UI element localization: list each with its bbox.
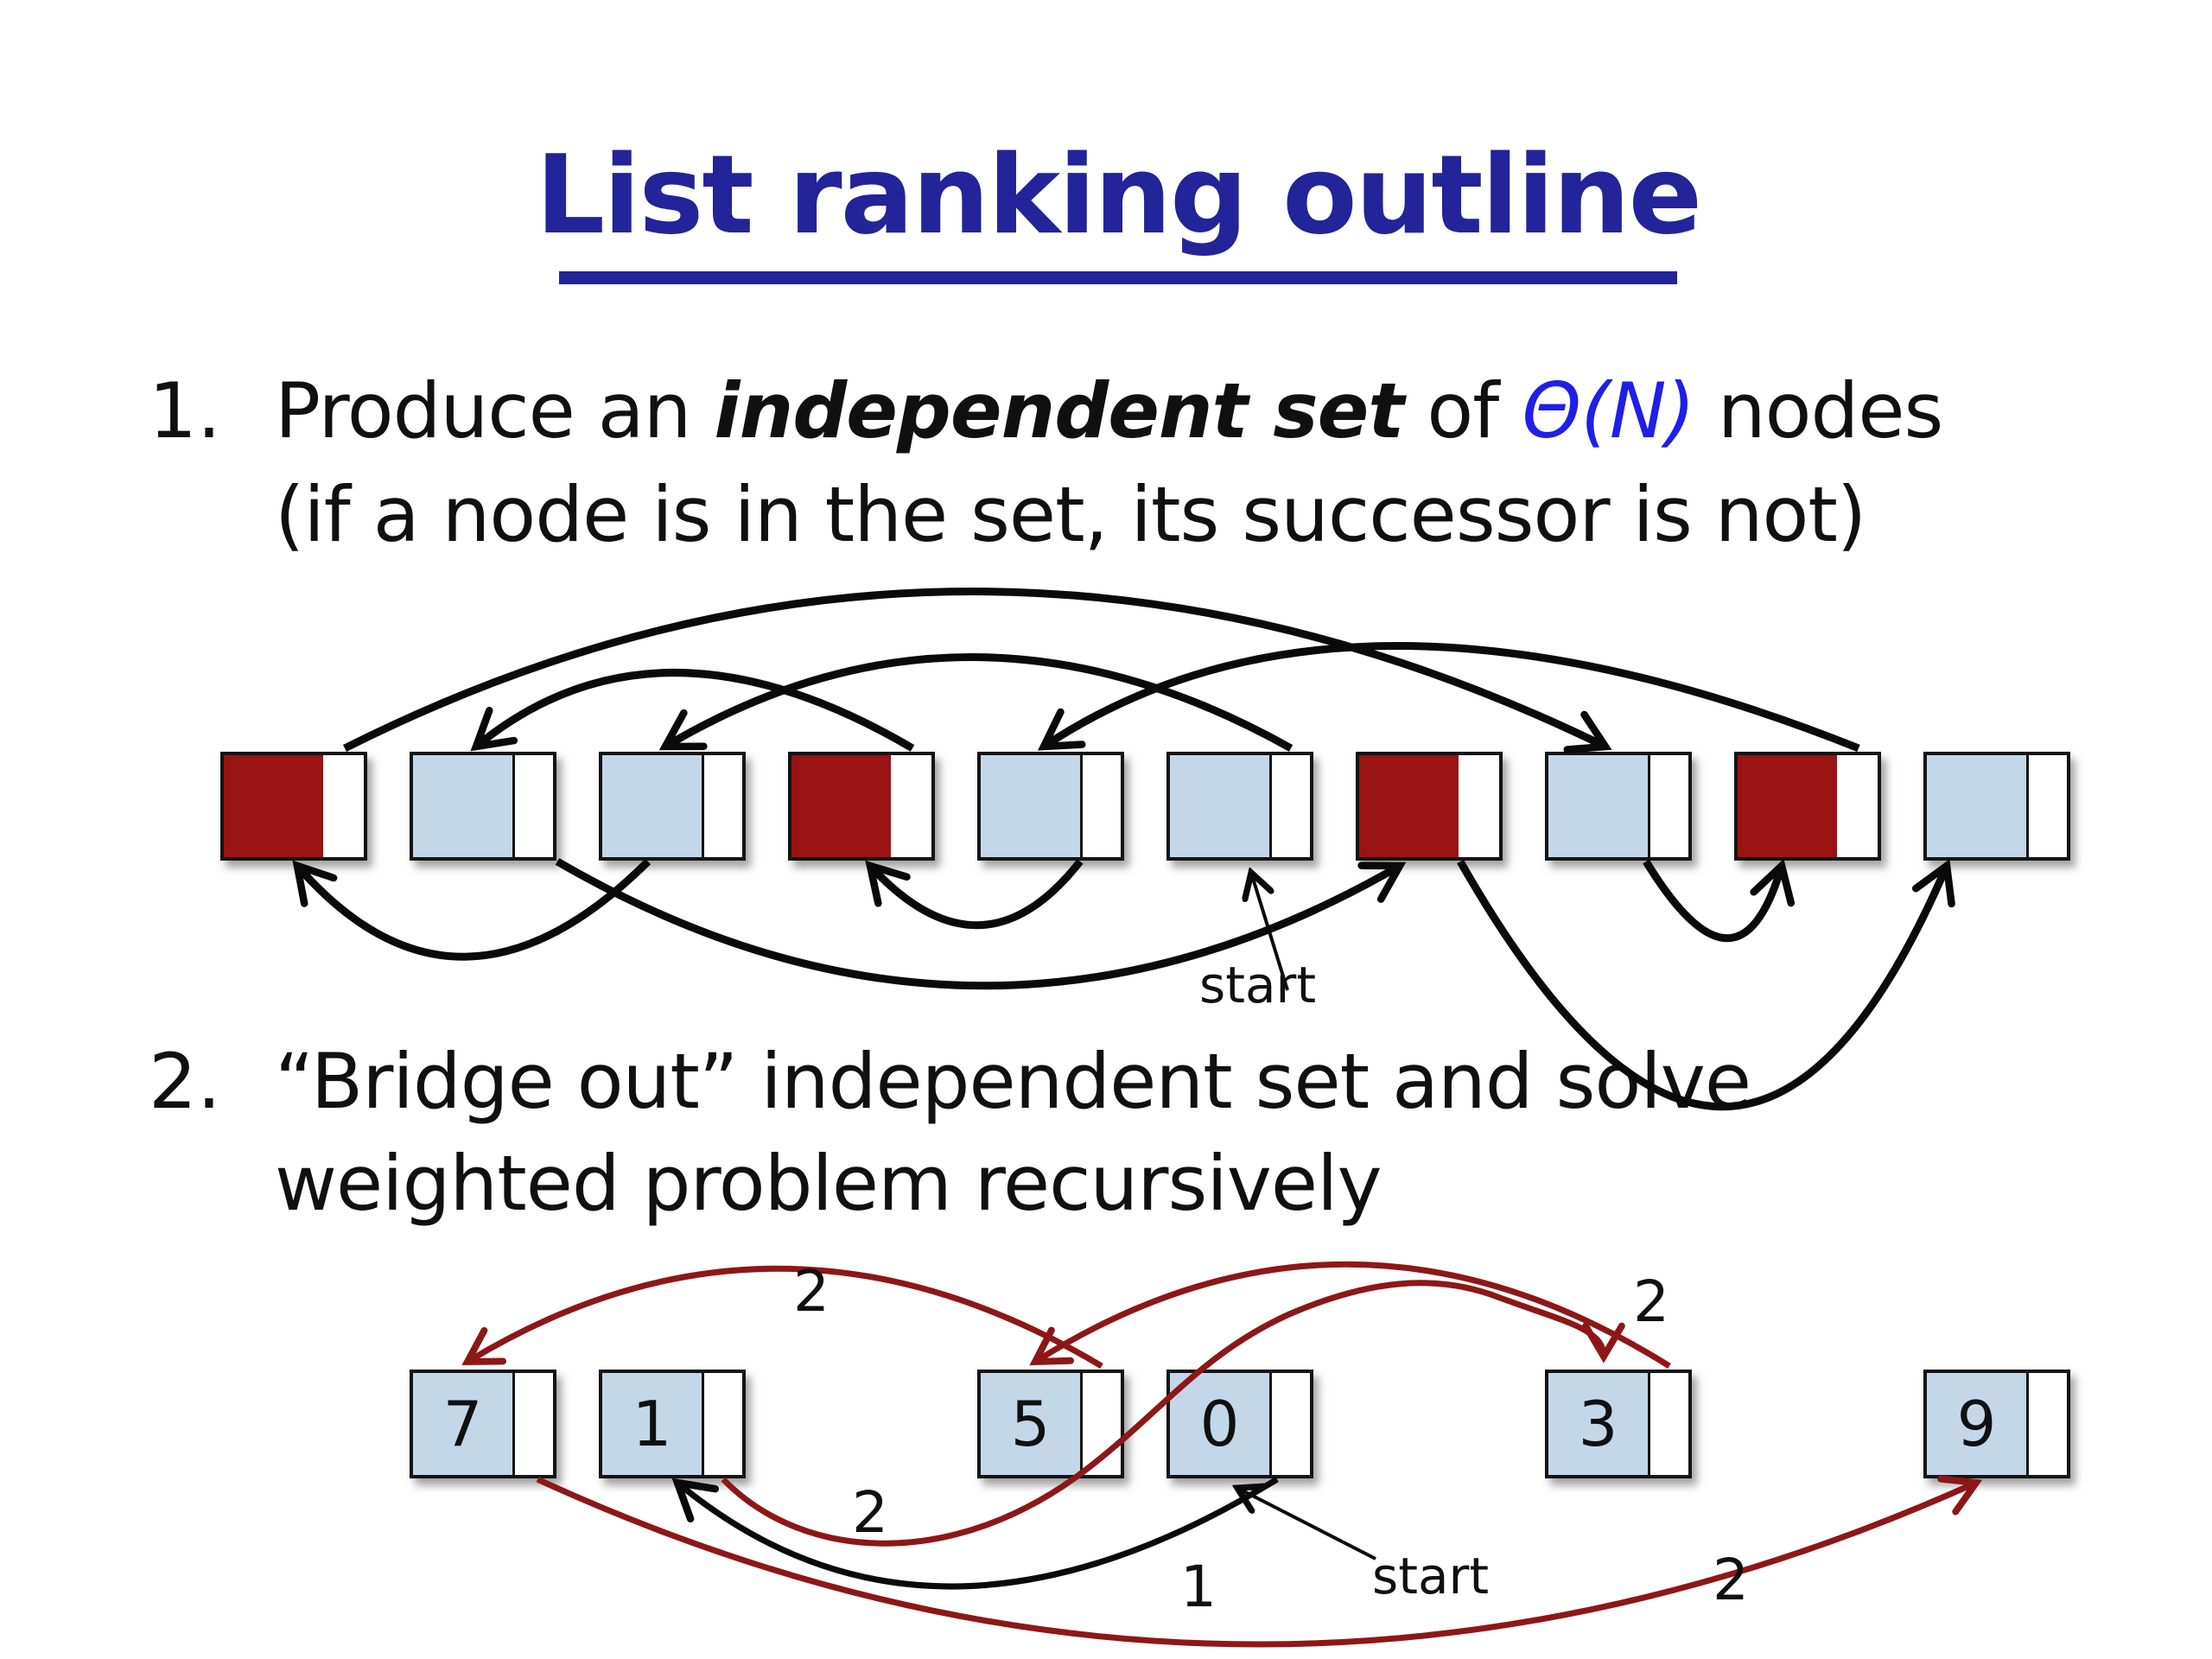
diagram1-start-label: start bbox=[1199, 956, 1317, 1014]
memory-cell-6-blue bbox=[1166, 752, 1313, 861]
theta-close: ) bbox=[1665, 366, 1695, 455]
item1-line1-mid: of bbox=[1403, 366, 1522, 455]
weighted-cell-rank-0: 0 bbox=[1166, 1370, 1313, 1478]
weighted-cell-rank-7: 7 bbox=[410, 1370, 556, 1478]
weight-label: 1 bbox=[1180, 1554, 1217, 1620]
cell-value: 1 bbox=[632, 1388, 672, 1460]
arc-node8-to-node9 bbox=[1643, 858, 1796, 943]
memory-cell-4-red bbox=[788, 752, 935, 861]
list-cell-fill bbox=[981, 755, 1083, 857]
independent-set-cell-fill bbox=[791, 755, 891, 857]
memory-cell-10-blue bbox=[1923, 752, 2070, 861]
weight-label: 2 bbox=[1713, 1547, 1749, 1613]
independent-set-cell-fill bbox=[1738, 755, 1837, 857]
item2-line1: “Bridge out” independent set and solve bbox=[275, 1037, 1751, 1126]
cell-value: 9 bbox=[1956, 1388, 1997, 1460]
memory-cell-1-red bbox=[220, 752, 367, 861]
weighted-cell-rank-5: 5 bbox=[977, 1370, 1124, 1478]
page-title: List ranking outline bbox=[535, 131, 1702, 258]
list-cell-fill bbox=[602, 1373, 704, 1475]
item1-number: 1. bbox=[149, 366, 221, 455]
theta-n: N bbox=[1609, 366, 1667, 455]
cell-value: 3 bbox=[1578, 1388, 1618, 1460]
memory-cell-5-blue bbox=[977, 752, 1124, 861]
item2-number: 2. bbox=[149, 1037, 221, 1126]
item1-line1-pre: Produce an bbox=[275, 366, 715, 455]
arc-3-to-5-weight2 bbox=[1029, 1261, 1671, 1369]
cell-value: 0 bbox=[1199, 1388, 1240, 1460]
cell-value: 7 bbox=[442, 1388, 483, 1460]
arc-node5-to-node4 bbox=[865, 859, 1084, 930]
list-cell-fill bbox=[1927, 755, 2029, 857]
weight-label: 2 bbox=[1633, 1268, 1669, 1335]
arc-5-to-7-weight2 bbox=[461, 1265, 1103, 1370]
memory-cell-8-blue bbox=[1545, 752, 1692, 861]
item1-line1-post: nodes bbox=[1694, 366, 1943, 455]
memory-cell-3-blue bbox=[599, 752, 746, 861]
list-cell-fill bbox=[1170, 755, 1272, 857]
arc-node6-to-node3 bbox=[658, 653, 1294, 752]
theta-open: Θ( bbox=[1522, 366, 1611, 455]
list-cell-fill bbox=[1927, 1373, 2029, 1475]
list-cell-fill bbox=[413, 1373, 515, 1475]
diagram2-start-arrow bbox=[1237, 1488, 1376, 1560]
arc-node1-to-node8 bbox=[342, 588, 1612, 753]
independent-set-cell-fill bbox=[1359, 755, 1459, 857]
arc-node3-to-node1 bbox=[292, 858, 652, 961]
list-cell-fill bbox=[1548, 755, 1650, 857]
arc-node4-to-node2 bbox=[470, 669, 915, 752]
weight-label: 2 bbox=[793, 1258, 830, 1325]
weighted-cell-rank-3: 3 bbox=[1545, 1370, 1692, 1478]
independent-set-cell-fill bbox=[224, 755, 323, 857]
item1-line2: (if a node is in the set, its successor … bbox=[275, 470, 1866, 559]
memory-cell-2-blue bbox=[410, 752, 556, 861]
diagram2-start-label: start bbox=[1372, 1547, 1490, 1605]
cell-value: 5 bbox=[1010, 1388, 1051, 1460]
item1-line1: Produce an independent set of Θ(N) nodes bbox=[275, 366, 1943, 455]
item1-line1-bold: independent set bbox=[714, 366, 1404, 455]
memory-cell-7-red bbox=[1356, 752, 1503, 861]
memory-cell-9-red bbox=[1734, 752, 1881, 861]
arc-node9-to-node5 bbox=[1037, 642, 1860, 753]
list-cell-fill bbox=[602, 755, 704, 857]
weighted-cell-rank-1: 1 bbox=[599, 1370, 746, 1478]
title-underline bbox=[559, 271, 1677, 284]
weighted-cell-rank-9: 9 bbox=[1923, 1370, 2070, 1478]
weight-label: 2 bbox=[852, 1479, 888, 1546]
arc-7-to-9-weight2 bbox=[536, 1475, 1983, 1648]
item2-line2: weighted problem recursively bbox=[275, 1139, 1382, 1228]
list-cell-fill bbox=[413, 755, 515, 857]
